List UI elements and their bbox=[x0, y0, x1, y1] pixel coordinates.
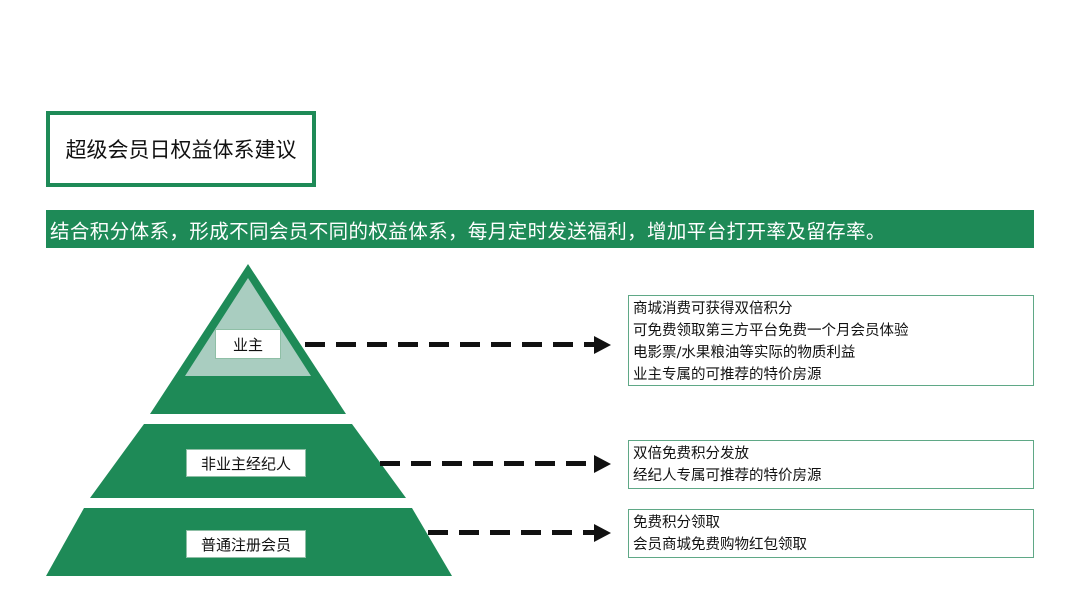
benefits-owner: 商城消费可获得双倍积分 可免费领取第三方平台免费一个月会员体验 电影票/水果粮油… bbox=[628, 295, 1034, 386]
benefits-agent: 双倍免费积分发放 经纪人专属可推荐的特价房源 bbox=[628, 440, 1034, 489]
benefit-item: 会员商城免费购物红包领取 bbox=[633, 537, 807, 553]
benefit-item: 电影票/水果粮油等实际的物质利益 bbox=[633, 345, 856, 361]
tier-label-agent: 非业主经纪人 bbox=[186, 449, 306, 477]
arrow-agent bbox=[380, 454, 611, 474]
tier-label-member: 普通注册会员 bbox=[186, 530, 306, 558]
arrow-head-icon bbox=[594, 524, 611, 542]
arrow-head-icon bbox=[594, 336, 611, 354]
title-box: 超级会员日权益体系建议 bbox=[46, 111, 316, 187]
benefit-item: 经纪人专属可推荐的特价房源 bbox=[633, 468, 822, 484]
benefits-member: 免费积分领取 会员商城免费购物红包领取 bbox=[628, 509, 1034, 558]
benefit-item: 业主专属的可推荐的特价房源 bbox=[633, 367, 822, 383]
page-title: 超级会员日权益体系建议 bbox=[65, 138, 297, 162]
tier-label-owner: 业主 bbox=[215, 329, 281, 359]
arrow-member bbox=[428, 523, 611, 543]
arrow-head-icon bbox=[594, 455, 611, 473]
pyramid-tier-top-inner bbox=[185, 278, 311, 376]
arrow-owner bbox=[305, 335, 611, 355]
summary-banner: 结合积分体系，形成不同会员不同的权益体系，每月定时发送福利，增加平台打开率及留存… bbox=[46, 210, 1034, 248]
benefit-item: 可免费领取第三方平台免费一个月会员体验 bbox=[633, 323, 909, 339]
benefit-item: 商城消费可获得双倍积分 bbox=[633, 301, 793, 317]
benefit-item: 免费积分领取 bbox=[633, 515, 720, 531]
banner-text: 结合积分体系，形成不同会员不同的权益体系，每月定时发送福利，增加平台打开率及留存… bbox=[50, 219, 886, 243]
benefit-item: 双倍免费积分发放 bbox=[633, 446, 749, 462]
